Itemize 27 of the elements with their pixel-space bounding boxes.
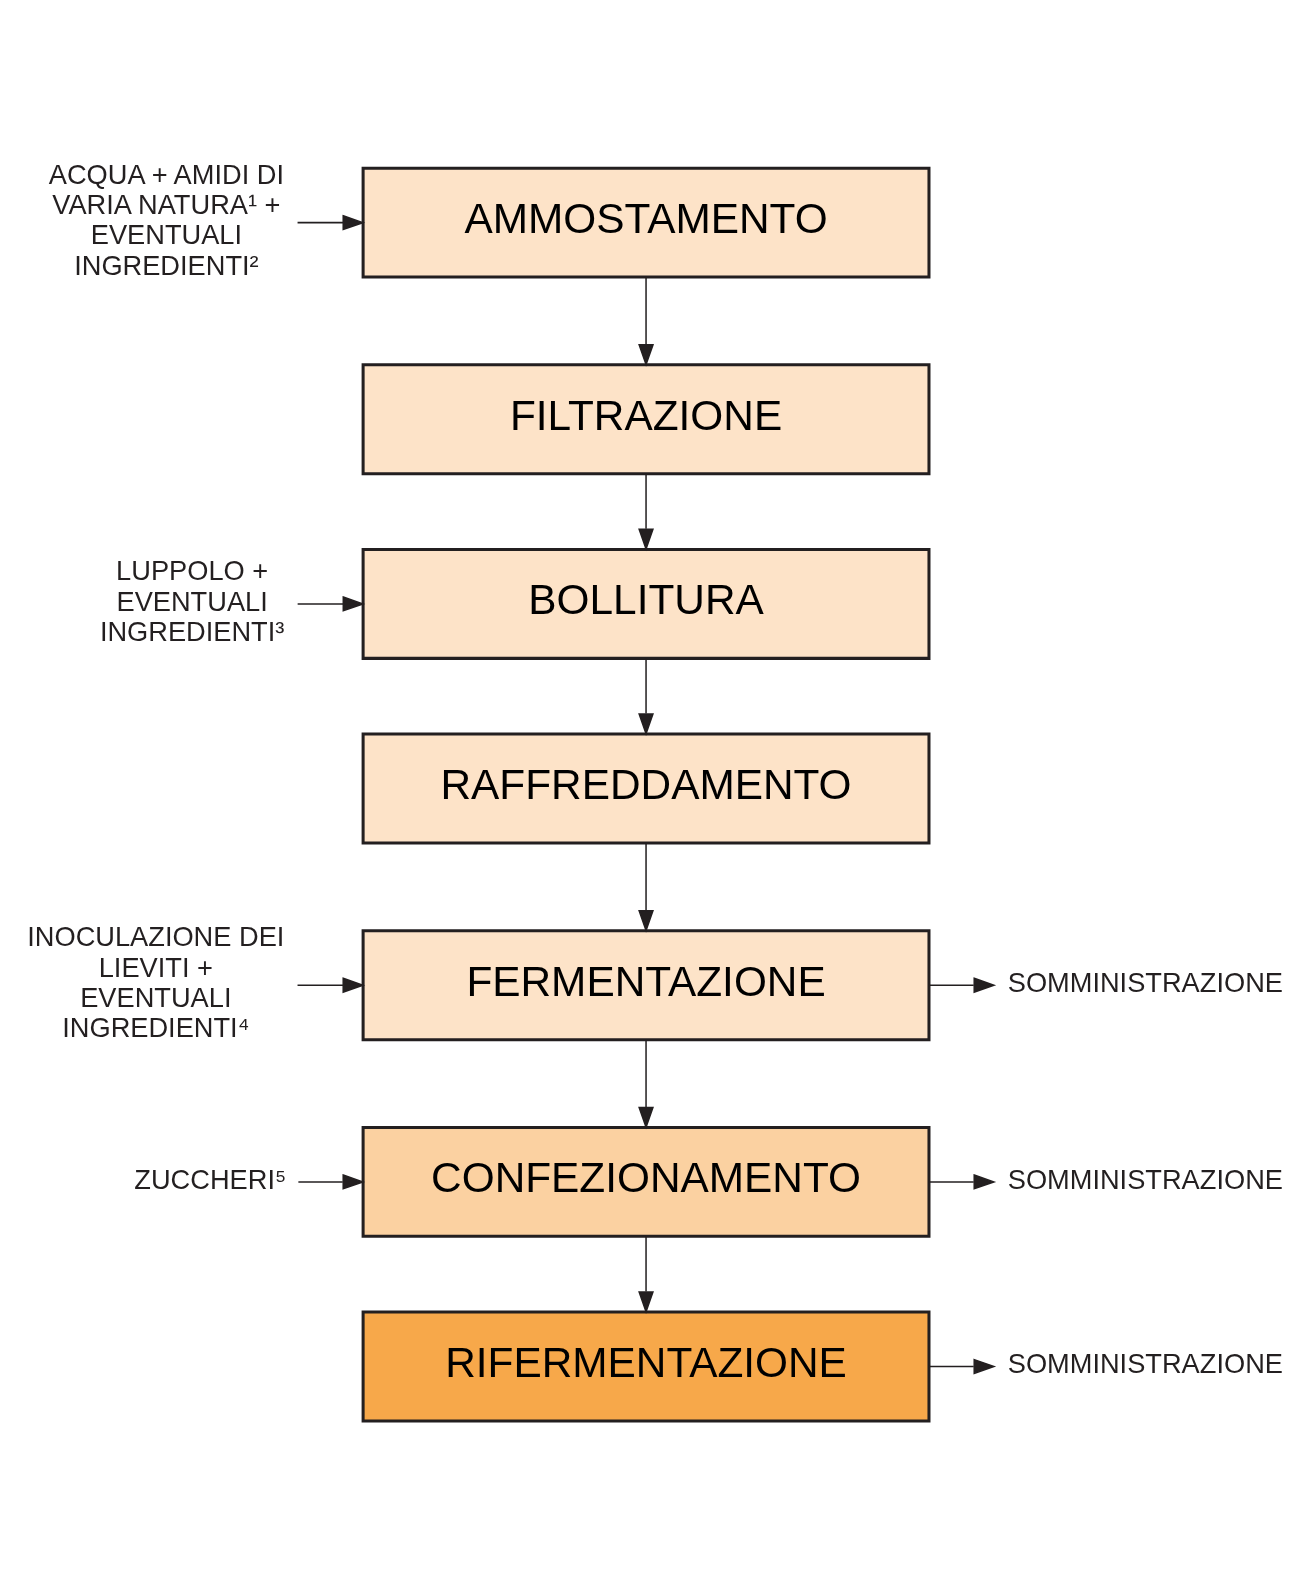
node-box: RAFFREDDAMENTO <box>361 732 931 844</box>
node-text: ZUCCHERI⁵ <box>134 1163 287 1195</box>
node-text: INOCULAZIONE DEI LIEVITI + EVENTUALI INGREDIENTI⁴ <box>27 920 285 1043</box>
arrow <box>297 1173 366 1190</box>
node-box: CONFEZIONAMENTO <box>361 1125 931 1238</box>
node-box: FERMENTAZIONE <box>361 928 931 1041</box>
node-text: LUPPOLO + EVENTUALI INGREDIENTI³ <box>99 554 285 647</box>
node-text: ACQUA + AMIDI DI VARIA NATURA¹ + EVENTUALI INGREDIENTI² <box>48 158 285 281</box>
node-box: FILTRAZIONE <box>361 362 931 475</box>
arrow <box>638 1235 654 1314</box>
node-text: SOMMINISTRAZIONE <box>1007 1163 1283 1195</box>
node-text: SOMMINISTRAZIONE <box>1007 966 1283 998</box>
arrow <box>928 1358 997 1374</box>
arrow <box>296 976 366 993</box>
arrow <box>638 657 654 736</box>
arrow <box>638 472 654 551</box>
arrow <box>928 976 997 993</box>
arrow <box>638 276 654 367</box>
arrow <box>296 595 366 612</box>
node-box: BOLLITURA <box>361 547 931 660</box>
arrow <box>296 214 366 231</box>
arrow <box>638 842 654 933</box>
node-text: SOMMINISTRAZIONE <box>1007 1347 1283 1379</box>
node-box: RIFERMENTAZIONE <box>361 1310 931 1422</box>
arrow <box>928 1173 997 1190</box>
node-box: AMMOSTAMENTO <box>361 166 931 279</box>
arrow <box>638 1038 654 1129</box>
